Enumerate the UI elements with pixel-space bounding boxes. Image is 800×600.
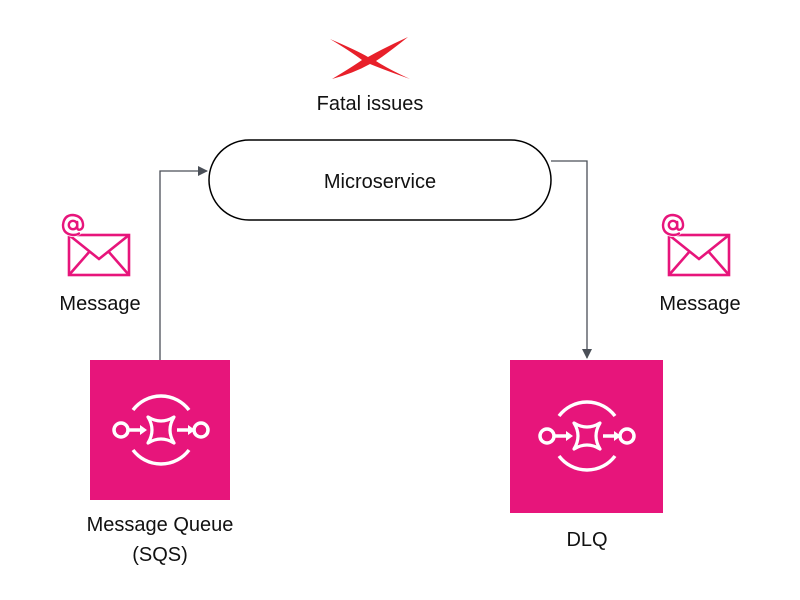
microservice-node[interactable]: [208, 139, 552, 221]
queue-to-microservice-connector: [159, 166, 208, 360]
email-icon: [59, 211, 131, 277]
dlq-label: DLQ: [566, 529, 607, 551]
message-right-label: Message: [659, 293, 740, 315]
fatal-issues-label: Fatal issues: [317, 93, 424, 115]
dlq-node[interactable]: [510, 360, 663, 513]
fatal-x-icon: [330, 37, 410, 79]
message-queue-label-line1: Message Queue: [87, 514, 234, 536]
microservice-to-dlq-connector: [551, 160, 592, 359]
message-left-label: Message: [59, 293, 140, 315]
message-queue-label-line2: (SQS): [132, 544, 188, 566]
microservice-label: Microservice: [324, 171, 436, 193]
email-icon: [659, 211, 731, 277]
